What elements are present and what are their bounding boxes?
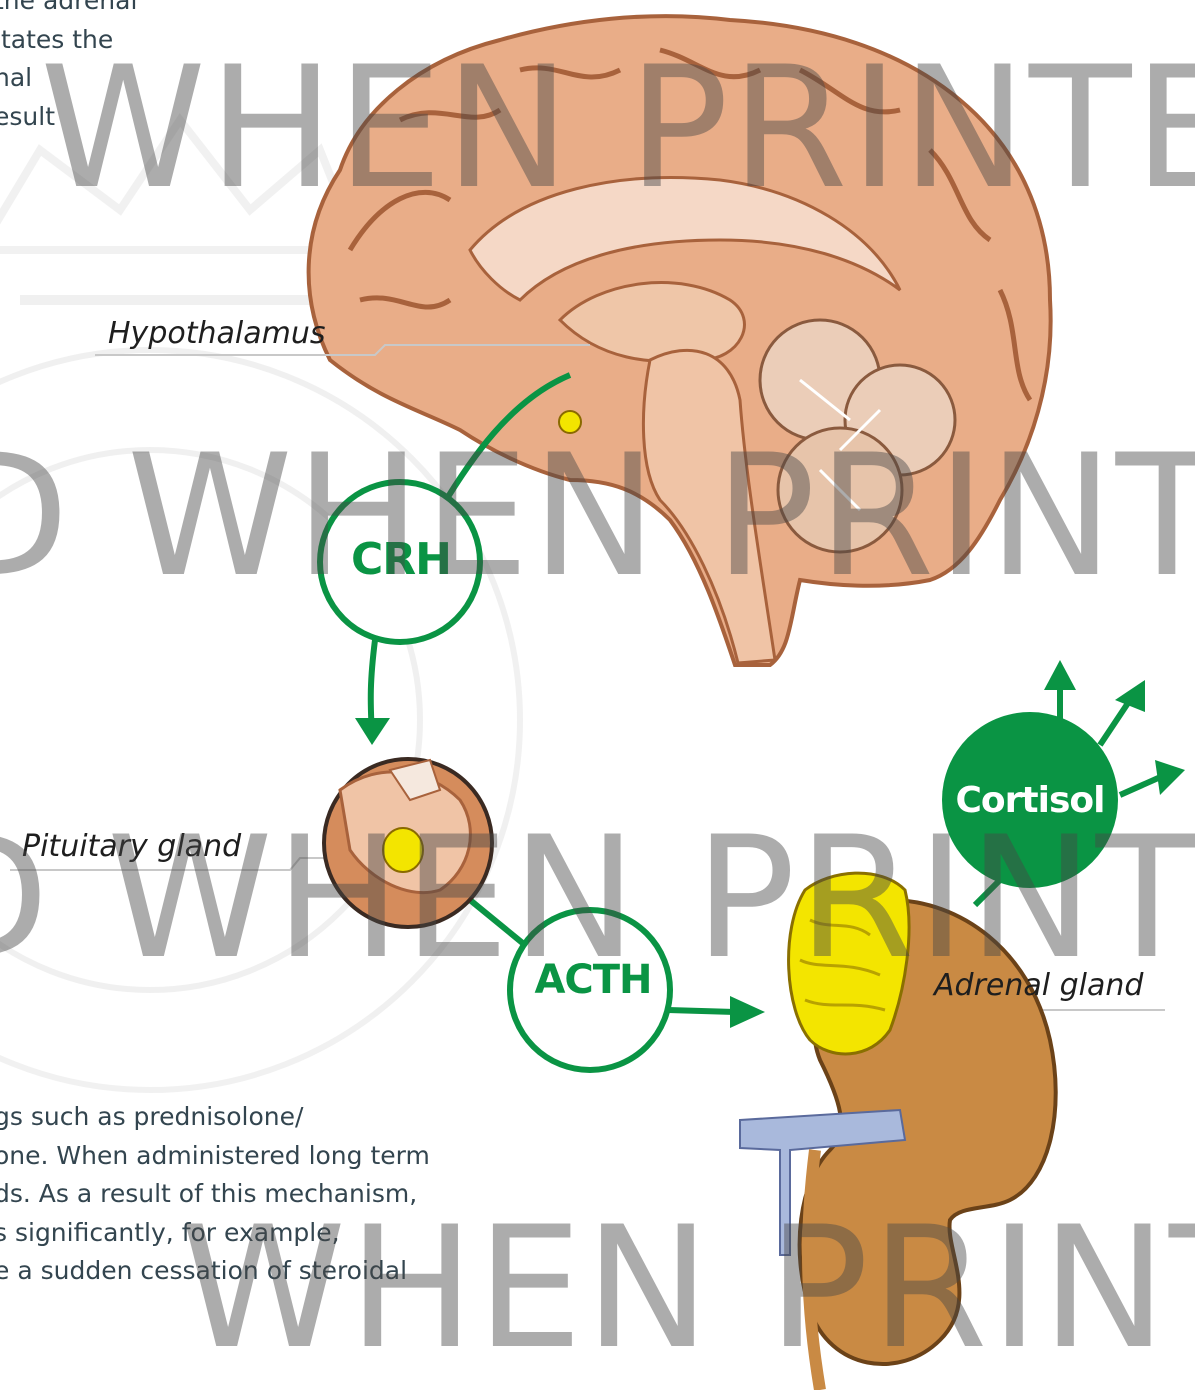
hypothalamus-label: Hypothalamus [108,316,325,351]
adrenal-gland-label: Adrenal gland [934,968,1143,1003]
body-text-top: the adrenal itates the nal esult [0,0,137,136]
text-line: nal [0,59,137,98]
text-line: one. When administered long term [0,1137,430,1176]
text-line: itates the [0,21,137,60]
cortisol-label: Cortisol [955,780,1105,821]
text-line: esult [0,98,137,137]
crh-label: CRH [316,534,486,585]
text-line: gs such as prednisolone/ [0,1098,430,1137]
text-line: e a sudden cessation of steroidal [0,1252,430,1291]
body-text-bottom: gs such as prednisolone/ one. When admin… [0,1098,430,1291]
text-line: s significantly, for example, [0,1214,430,1253]
pituitary-gland-label: Pituitary gland [22,829,241,864]
text-line: the adrenal [0,0,137,21]
text-line: ds. As a result of this mechanism, [0,1175,430,1214]
adrenal-kidney-illustration [740,873,1056,1390]
pituitary-small [559,411,581,433]
acth-label: ACTH [508,957,678,1003]
pituitary-inset [324,759,492,927]
